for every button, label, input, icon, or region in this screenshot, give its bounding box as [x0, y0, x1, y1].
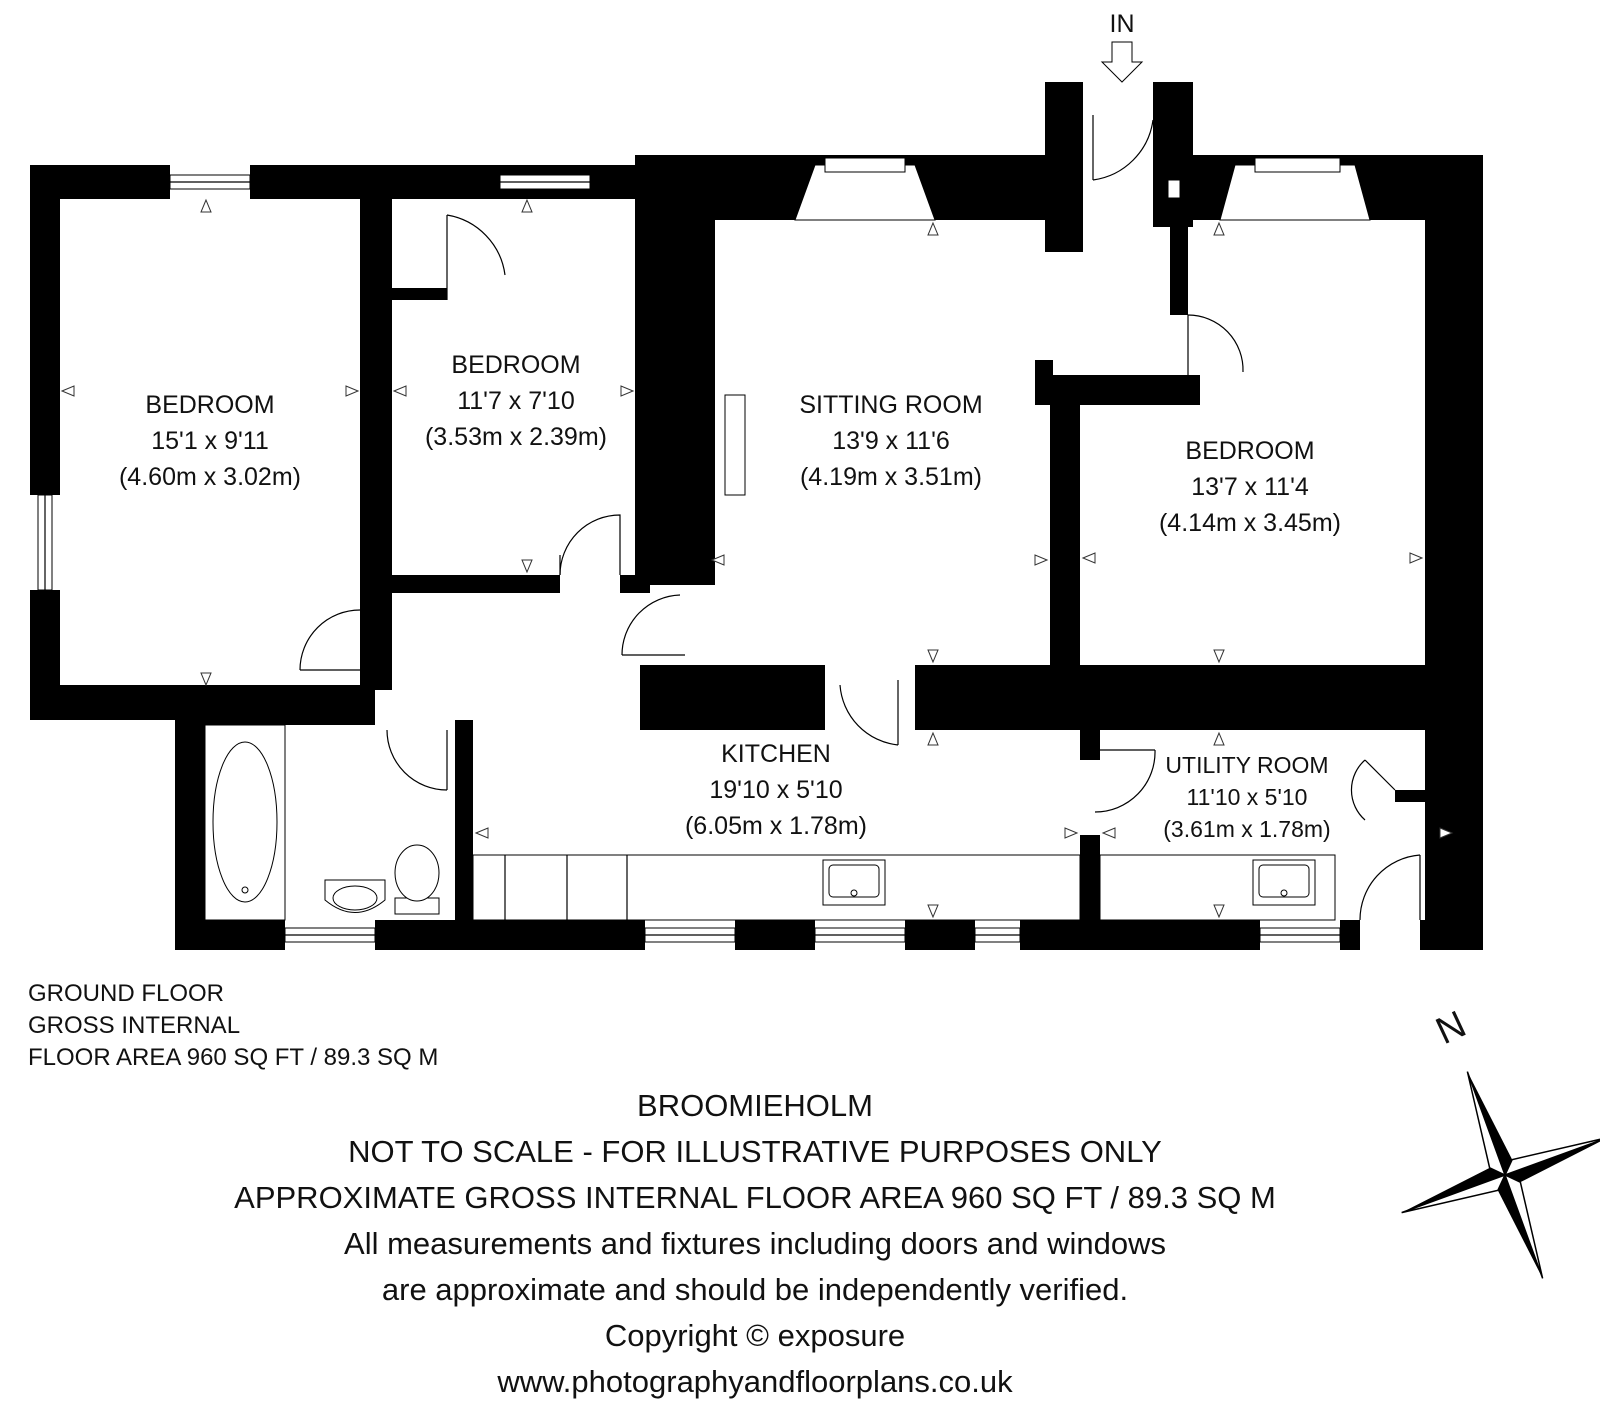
wall-bed2-bottom-a [375, 575, 560, 593]
room-name: UTILITY ROOM [1165, 752, 1328, 778]
room-bedroom-middle: BEDROOM 11'7 x 7'10 (3.53m x 2.39m) [425, 351, 607, 451]
entrance-arrow-icon [1100, 41, 1144, 83]
wall-bed1-bed2 [360, 165, 392, 690]
gross-area-note: APPROXIMATE GROSS INTERNAL FLOOR AREA 96… [234, 1180, 1276, 1215]
wall-right [1425, 155, 1483, 950]
room-name: SITTING ROOM [799, 391, 982, 419]
wall-bottom-c [735, 920, 815, 950]
window-bed3-top-frame [1254, 157, 1341, 173]
compass: N [1401, 1003, 1600, 1279]
wall-niche [1167, 179, 1181, 199]
wall-bath-left [175, 705, 205, 950]
scale-disclaimer: NOT TO SCALE - FOR ILLUSTRATIVE PURPOSES… [348, 1134, 1162, 1169]
wall-bottom-d [905, 920, 975, 950]
room-bedroom-left: BEDROOM 15'1 x 9'11 (4.60m x 3.02m) [119, 391, 301, 491]
room-size-metric: (4.14m x 3.45m) [1159, 509, 1341, 537]
window-bed3-top [1219, 164, 1371, 221]
room-size-metric: (6.05m x 1.78m) [685, 812, 867, 840]
room-size-imperial: 13'7 x 11'4 [1191, 473, 1309, 501]
room-name: BEDROOM [451, 351, 580, 379]
north-arrow-icon [1401, 1071, 1600, 1279]
floor-info: GROUND FLOOR GROSS INTERNAL FLOOR AREA 9… [28, 978, 438, 1074]
room-name: BEDROOM [145, 391, 274, 419]
room-size-metric: (3.61m x 1.78m) [1163, 816, 1330, 842]
compass-north-label: N [1430, 1003, 1473, 1053]
room-size-imperial: 11'7 x 7'10 [457, 387, 575, 415]
room-size-imperial: 13'9 x 11'6 [832, 427, 950, 455]
wall-mid-c [685, 665, 825, 685]
measurement-note-2: are approximate and should be independen… [381, 1272, 1129, 1307]
room-size-metric: (4.19m x 3.51m) [800, 463, 982, 491]
wall-utility-cupboard [1395, 790, 1430, 802]
website-link[interactable]: www.photographyandfloorplans.co.uk [497, 1364, 1013, 1399]
wall-kitchen-utility-top [1080, 730, 1100, 760]
wall-hall-right [1170, 220, 1188, 315]
dimension-markers [60, 198, 1454, 919]
wall-bath-kitchen [455, 720, 473, 950]
floor-info-area: FLOOR AREA 960 SQ FT / 89.3 SQ M [28, 1044, 439, 1071]
window-sitting-top [794, 164, 936, 221]
copyright-note: Copyright © exposure [604, 1318, 906, 1353]
walls [30, 82, 1483, 950]
floor-info-level: GROUND FLOOR [28, 980, 225, 1007]
room-sitting-room: SITTING ROOM 13'9 x 11'6 (4.19m x 3.51m) [799, 391, 982, 491]
wall-bottom-e [1020, 920, 1260, 950]
room-kitchen: KITCHEN 19'10 x 5'10 (6.05m x 1.78m) [685, 740, 867, 840]
room-size-imperial: 19'10 x 5'10 [709, 776, 842, 804]
room-size-metric: (3.53m x 2.39m) [425, 423, 607, 451]
wall-left-upper [30, 165, 60, 495]
wall-entrance-left [1045, 82, 1083, 252]
fireplace-hearth [724, 394, 746, 496]
doors [299, 115, 1421, 921]
room-size-imperial: 15'1 x 9'11 [151, 427, 269, 455]
kitchen-worktop [472, 854, 1081, 921]
room-size-imperial: 11'10 x 5'10 [1187, 784, 1308, 810]
wall-bottom-g [1420, 920, 1483, 950]
wall-bottom-b [375, 920, 645, 950]
wall-mid-b [915, 665, 1425, 730]
bath-basin-icon [212, 741, 278, 903]
closet-shelf [392, 288, 447, 300]
wall-bottom-a [175, 920, 285, 950]
floor-info-gross: GROSS INTERNAL [28, 1012, 241, 1039]
room-name: BEDROOM [1185, 437, 1314, 465]
property-name: BROOMIEHOLM [637, 1088, 873, 1123]
door-cupboard [1364, 759, 1396, 791]
room-bedroom-right: BEDROOM 13'7 x 11'4 (4.14m x 3.45m) [1159, 437, 1341, 537]
room-size-metric: (4.60m x 3.02m) [119, 463, 301, 491]
wall-bath-top [175, 705, 375, 725]
measurement-note-1: All measurements and fixtures including … [344, 1226, 1166, 1261]
fixtures [204, 179, 1336, 921]
wall-sitting-bed3 [1050, 395, 1080, 670]
room-utility-room: UTILITY ROOM 11'10 x 5'10 (3.61m x 1.78m… [1163, 752, 1330, 842]
windows [37, 157, 1371, 943]
wall-bottom-f [1340, 920, 1360, 950]
room-name: KITCHEN [721, 740, 831, 768]
wall-bed2-sitting [635, 155, 715, 585]
entrance-label: IN [1110, 10, 1135, 38]
window-sitting-top-frame [824, 157, 906, 173]
